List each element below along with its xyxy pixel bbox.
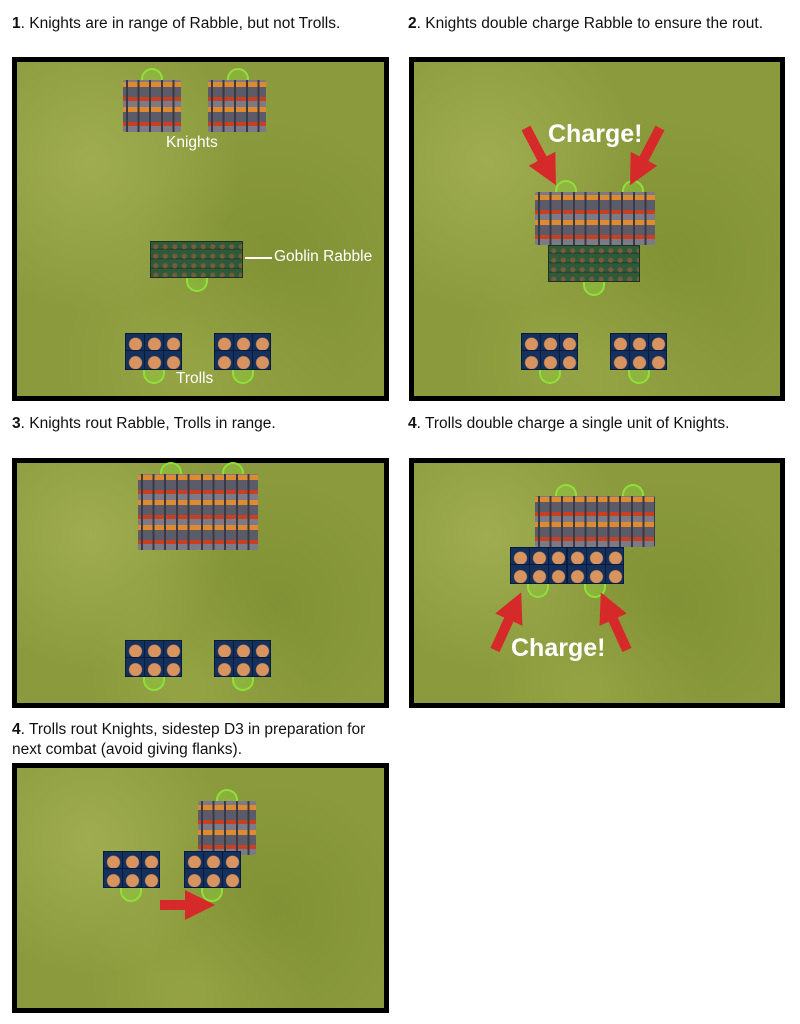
front-arc [120,888,142,902]
front-arc [186,278,208,292]
front-arc [160,462,182,476]
step-2-caption: 2. Knights double charge Rabble to ensur… [408,15,764,32]
knights-unit [535,192,595,245]
front-arc [555,180,577,194]
trolls-unit [214,333,271,370]
step-1-caption: 1. Knights are in range of Rabble, but n… [12,15,341,32]
front-arc [232,370,254,384]
front-arc [539,370,561,384]
board-step-1 [12,57,389,401]
front-arc [628,370,650,384]
board-step-2 [409,57,785,401]
goblin-rabble-unit [548,245,640,282]
trolls-unit [567,547,624,584]
goblin-rabble-label: Goblin Rabble [274,248,373,265]
front-arc [227,68,249,82]
trolls-unit [103,851,160,888]
trolls-unit [184,851,241,888]
front-arc [143,370,165,384]
knights-unit [123,80,181,132]
front-arc [143,677,165,691]
trolls-unit [125,333,182,370]
charge-arrow [521,125,556,186]
goblin-rabble-unit [150,241,243,278]
front-arc [527,584,549,598]
trolls-label: Trolls [176,370,214,387]
knights-unit [208,80,266,132]
front-arc [222,462,244,476]
knights-unit [198,801,256,855]
trolls-unit [610,333,667,370]
trolls-unit [214,640,271,677]
front-arc [141,68,163,82]
front-arc [216,789,238,803]
charge-callout: Charge! [511,634,606,662]
step-5-caption: 4. Trolls rout Knights, sidestep D3 in p… [12,721,366,758]
label-pointer-line [245,257,272,259]
knights-unit [198,474,258,550]
trolls-unit [125,640,182,677]
front-arc [232,677,254,691]
knights-unit [535,496,655,547]
charge-arrow [599,592,632,653]
charge-callout: Charge! [548,120,643,148]
knights-unit [595,192,655,245]
knights-unit [138,474,198,550]
front-arc [555,484,577,498]
front-arc [622,484,644,498]
charge-arrow [630,125,665,186]
step-4-caption: 4. Trolls double charge a single unit of… [408,415,730,432]
trolls-unit [521,333,578,370]
knights-label: Knights [166,134,218,151]
step-3-caption: 3. Knights rout Rabble, Trolls in range. [12,415,276,432]
charge-arrow [490,592,523,653]
front-arc [583,282,605,296]
trolls-unit [510,547,567,584]
